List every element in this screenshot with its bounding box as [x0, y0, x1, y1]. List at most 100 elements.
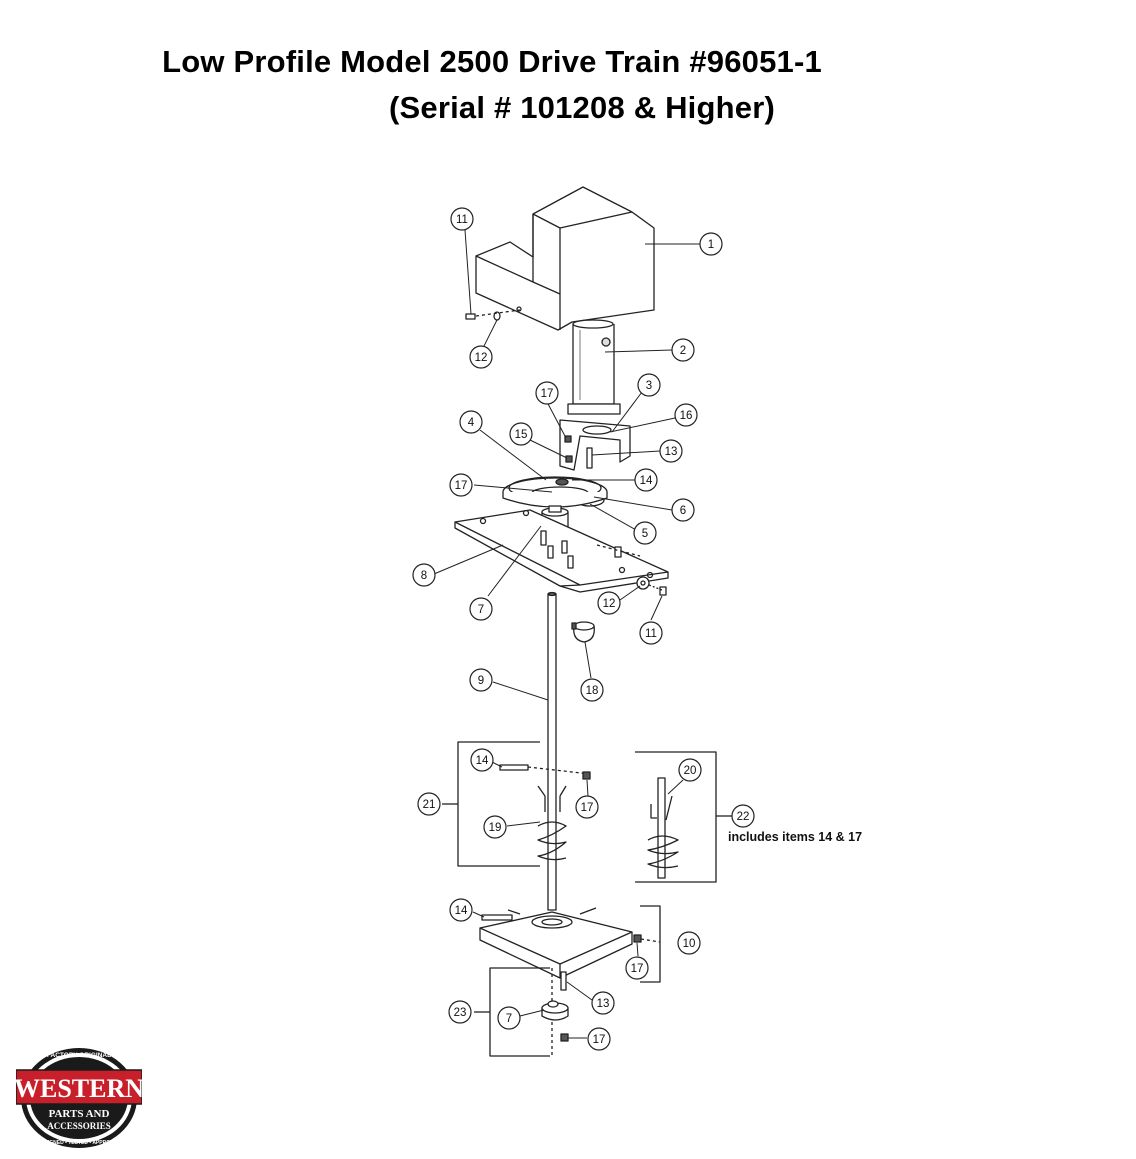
logo-main-text: WESTERN — [16, 1074, 142, 1103]
callout-circle — [417, 792, 441, 816]
callout-number: 12 — [475, 352, 488, 364]
callout-group: 1234567789101111121213131414141516171717… — [412, 207, 755, 1051]
callout-c10: 10 — [677, 931, 701, 955]
callout-number: 8 — [421, 570, 427, 582]
callout-circle — [509, 422, 533, 446]
callout-circle — [671, 338, 695, 362]
callout-c4: 4 — [459, 410, 483, 434]
callout-circle — [448, 1000, 472, 1024]
callout-number: 2 — [680, 345, 686, 357]
callout-number: 22 — [737, 811, 750, 823]
callout-circle — [633, 521, 657, 545]
callout-number: 14 — [455, 905, 468, 917]
callout-c17d: 17 — [625, 956, 649, 980]
callout-circle — [459, 410, 483, 434]
callout-number: 17 — [581, 802, 594, 814]
callout-number: 17 — [593, 1034, 606, 1046]
bolt-13-top — [586, 447, 593, 469]
callout-circle — [587, 1027, 611, 1051]
shaft-clamp — [571, 621, 595, 643]
callout-number: 17 — [455, 480, 468, 492]
callout-c7b: 7 — [497, 1006, 521, 1030]
bracket-21 — [457, 741, 540, 867]
callout-circle — [449, 898, 473, 922]
callout-number: 1 — [708, 239, 714, 251]
callout-c5: 5 — [633, 521, 657, 545]
logo-bottom-text: DESIGNED • TESTED • APPROVED — [38, 1140, 121, 1146]
callout-number: 15 — [515, 429, 528, 441]
callout-c13a: 13 — [659, 439, 683, 463]
callout-number: 14 — [640, 475, 653, 487]
bracket-22 — [635, 751, 717, 883]
callout-c6: 6 — [671, 498, 695, 522]
callout-circle — [469, 668, 493, 692]
callout-number: 7 — [478, 604, 484, 616]
callout-number: 14 — [476, 755, 489, 767]
diagram-title: Low Profile Model 2500 Drive Train #9605… — [162, 44, 822, 79]
bolt-nut-21 — [499, 764, 591, 780]
callout-c3: 3 — [637, 373, 661, 397]
callout-c12a: 12 — [469, 345, 493, 369]
callout-number: 5 — [642, 528, 648, 540]
callout-circle — [731, 804, 755, 828]
callout-c18: 18 — [580, 678, 604, 702]
callout-c17c: 17 — [575, 795, 599, 819]
callout-c7a: 7 — [469, 597, 493, 621]
callout-number: 20 — [684, 765, 697, 777]
callout-c19: 19 — [483, 815, 507, 839]
callout-circle — [674, 403, 698, 427]
bracket-10 — [640, 905, 661, 983]
bolt-nut-spinner — [481, 914, 661, 943]
callout-c23: 23 — [448, 1000, 472, 1024]
callout-circle — [591, 991, 615, 1015]
screw-washer-plate — [636, 576, 667, 596]
coupler-bottom — [541, 971, 569, 1042]
callout-number: 3 — [646, 380, 652, 392]
logo-top-text: FACTORY ORIGINAL — [47, 1052, 111, 1059]
callout-circle — [677, 931, 701, 955]
callout-c9: 9 — [469, 668, 493, 692]
callout-c12b: 12 — [597, 591, 621, 615]
callout-number: 23 — [454, 1007, 467, 1019]
callout-c14c: 14 — [449, 898, 473, 922]
callout-number: 11 — [456, 214, 468, 226]
callout-circle — [625, 956, 649, 980]
auger-flight — [537, 785, 567, 861]
callout-number: 10 — [683, 938, 696, 950]
callout-circle — [659, 439, 683, 463]
callout-c21: 21 — [417, 792, 441, 816]
callout-number: 13 — [597, 998, 610, 1010]
callout-number: 19 — [489, 822, 502, 834]
spinner — [479, 907, 633, 979]
drive-shaft — [547, 591, 557, 911]
callout-circle — [450, 207, 474, 231]
callout-c17e: 17 — [587, 1027, 611, 1051]
callout-c11a: 11 — [450, 207, 474, 231]
callout-circle — [469, 345, 493, 369]
callout-number: 17 — [541, 388, 554, 400]
top-plate — [454, 509, 669, 593]
callout-circle — [469, 597, 493, 621]
callout-circle — [637, 373, 661, 397]
callout-circle — [575, 795, 599, 819]
callout-circle — [535, 381, 559, 405]
pulley-and-belt — [502, 476, 608, 508]
callout-c2: 2 — [671, 338, 695, 362]
callout-number: 16 — [680, 410, 693, 422]
motor-cover-housing — [475, 186, 655, 331]
callout-c15: 15 — [509, 422, 533, 446]
callout-c17b: 17 — [449, 473, 473, 497]
callout-c17a: 17 — [535, 381, 559, 405]
auger-assembly-22 — [647, 777, 679, 879]
callout-circle — [580, 678, 604, 702]
callout-c13b: 13 — [591, 991, 615, 1015]
nut-17-top — [564, 435, 572, 443]
callout-c20: 20 — [678, 758, 702, 782]
callout-number: 17 — [631, 963, 644, 975]
leader-lines — [433, 229, 700, 1039]
diagram-subtitle: (Serial # 101208 & Higher) — [389, 90, 775, 125]
callout-circle — [497, 1006, 521, 1030]
callout-c16: 16 — [674, 403, 698, 427]
callout-circle — [483, 815, 507, 839]
